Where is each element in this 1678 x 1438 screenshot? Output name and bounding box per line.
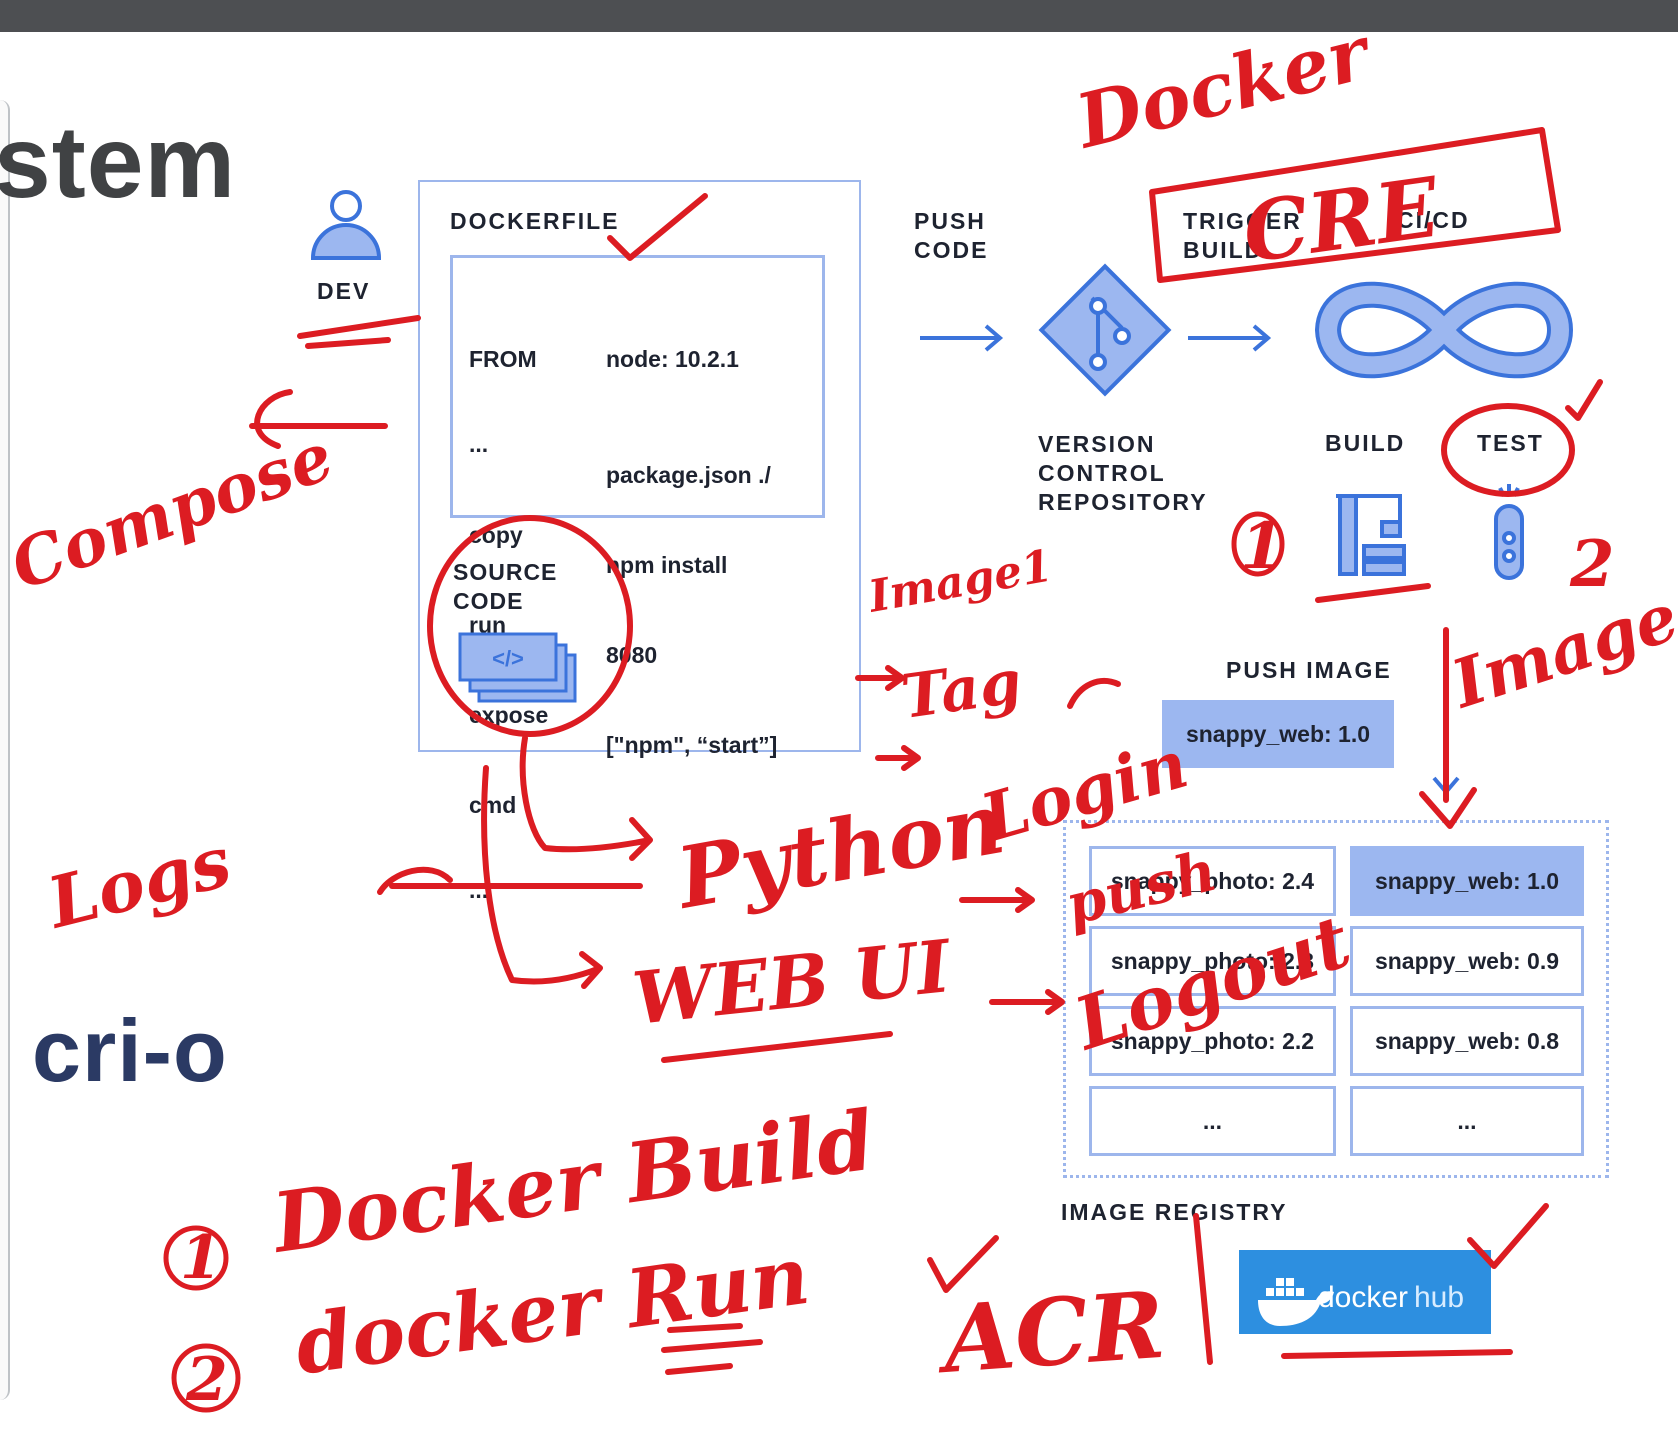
annotation-logs: Logs — [38, 819, 239, 945]
registry-cell: snappy_photo: 2.3 — [1089, 926, 1336, 996]
dev-label: DEV — [317, 278, 371, 304]
ink-text: Docker CRE Compose Image1 Tag Login push… — [1, 9, 1678, 1415]
code-line: cmd — [469, 792, 517, 818]
registry-box — [1063, 820, 1609, 1178]
dockerhub-word-docker: docker — [1318, 1281, 1408, 1314]
cicd-label: CI/CD — [1397, 207, 1470, 233]
registry-cell: snappy_photo: 2.4 — [1089, 846, 1336, 916]
annotation-tag: Tag — [897, 647, 1025, 733]
registry-cell: snappy_web: 1.0 — [1350, 846, 1584, 916]
registry-cell: snappy_photo: 2.2 — [1089, 1006, 1336, 1076]
slide-left-edge — [0, 100, 10, 1400]
annotation-cre: CRE — [1237, 159, 1446, 282]
ink-number-circles — [163, 511, 1285, 1413]
git-icon — [1038, 263, 1172, 397]
dockerhub-word-hub: hub — [1414, 1281, 1464, 1314]
test-tube-icon — [1494, 484, 1524, 580]
code-line: package.json ./ — [606, 462, 771, 488]
annotation-docker-run-num: 2 — [185, 1345, 228, 1415]
code-line: ["npm", “start”] — [606, 732, 778, 758]
dockerfile-label: DOCKERFILE — [450, 208, 620, 234]
annotation-compose: Compose — [1, 417, 343, 605]
window-top-bar — [0, 0, 1678, 32]
code-stack-icon: </> — [458, 632, 577, 703]
push-code-label: PUSH CODE — [914, 208, 989, 263]
test-label: TEST — [1477, 430, 1544, 456]
trigger-build-label: TRIGGER BUILD — [1183, 208, 1302, 263]
source-code-label: SOURCE CODE — [453, 559, 558, 614]
dockerfile-values: node: 10.2.1 package.json ./ npm install… — [606, 284, 777, 790]
code-line: node: 10.2.1 — [606, 346, 739, 372]
cre-box — [1149, 127, 1561, 283]
registry-cell: ... — [1350, 1086, 1584, 1156]
annotation-docker: Docker — [1067, 9, 1382, 166]
code-line: 8080 — [606, 642, 658, 668]
cicd-infinity-icon — [1314, 281, 1574, 379]
docker-whale-icon — [1258, 1278, 1334, 1326]
ink-annotations — [249, 127, 1603, 1375]
dev-person-icon — [310, 190, 382, 260]
annotation-acr: ACR — [932, 1271, 1168, 1395]
registry-cell: snappy_web: 0.8 — [1350, 1006, 1584, 1076]
code-line: ... — [469, 431, 489, 457]
dockerfile-inner-box — [450, 255, 825, 518]
build-crane-icon — [1336, 494, 1406, 576]
annotation-webui: WEB UI — [629, 923, 957, 1041]
annotation-num-2: 2 — [1569, 527, 1615, 602]
registry-cell: snappy_web: 0.9 — [1350, 926, 1584, 996]
build-label: BUILD — [1325, 430, 1406, 456]
annotation-python: Python — [668, 773, 1011, 928]
push-image-tag: snappy_web: 1.0 — [1162, 700, 1394, 768]
dockerfile-outer-box — [418, 180, 861, 752]
annotation-image1: Image1 — [863, 540, 1056, 623]
vcs-label: VERSION CONTROL REPOSITORY — [1038, 431, 1208, 515]
image-registry-label: IMAGE REGISTRY — [1061, 1199, 1288, 1225]
annotation-image: Image — [1441, 577, 1678, 723]
code-line: FROM — [469, 346, 537, 372]
push-image-label: PUSH IMAGE — [1226, 657, 1392, 683]
code-icon-text: </> — [492, 646, 524, 671]
annotation-push: push — [1059, 838, 1223, 939]
registry-cell: ... — [1089, 1086, 1336, 1156]
crio-logo: cri-o — [32, 1001, 228, 1100]
slide-title: stem — [0, 105, 237, 219]
